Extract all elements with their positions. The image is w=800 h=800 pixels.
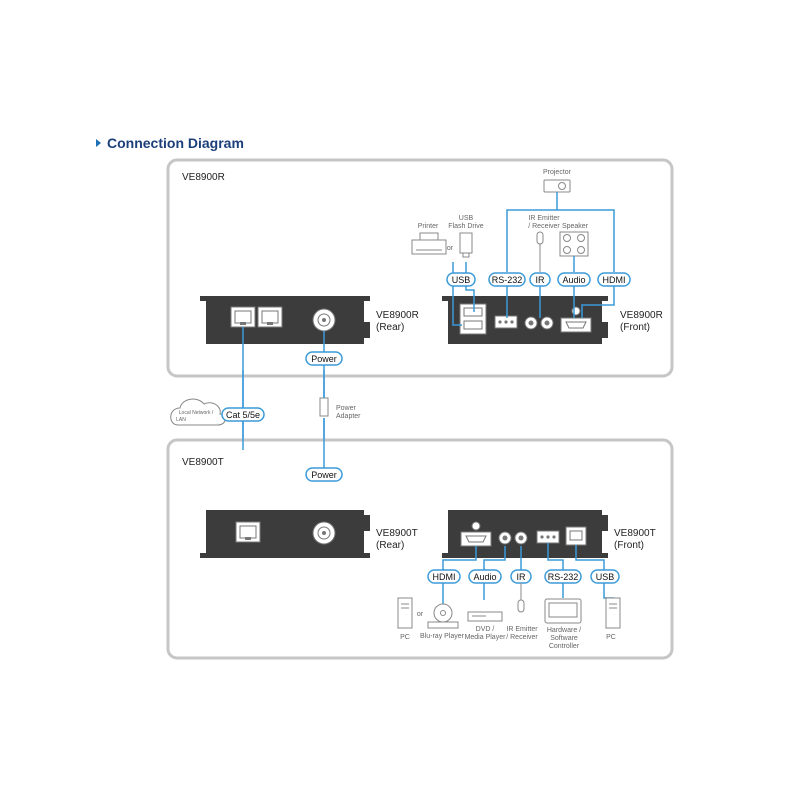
cloud-label-sub: LAN <box>176 417 186 423</box>
hdmi-port-icon <box>565 321 587 329</box>
pc-tower-icon <box>605 597 621 629</box>
bluray-label: Blu-ray Player <box>420 633 465 640</box>
tag-ir: IR <box>536 275 546 285</box>
speaker-label: Speaker <box>562 223 589 230</box>
usb-drive-label: USB <box>459 215 474 222</box>
cloud-label: Local Network / <box>179 410 214 416</box>
tag-hdmi: HDMI <box>433 572 456 582</box>
dvd-player-icon <box>467 611 503 622</box>
ir-emitter-label: IR Emitter <box>506 626 538 633</box>
page-title: Connection Diagram <box>107 135 244 151</box>
transmitter-port-tags: HDMI Audio IR RS-232 USB <box>427 569 620 584</box>
ir-emitter-label-sub: / Receiver <box>528 223 560 230</box>
transmitter-rear-label-sub: (Rear) <box>376 540 404 551</box>
tag-rs232: RS-232 <box>492 275 523 285</box>
projector-label: Projector <box>543 169 572 176</box>
pc-right-label: PC <box>606 634 616 641</box>
power-jack-icon <box>317 313 331 327</box>
ethernet-port-icon <box>230 306 256 328</box>
controller-monitor-icon <box>544 598 582 624</box>
transmitter-rear-device <box>200 510 370 558</box>
tag-cat5: Cat 5/5e <box>226 410 260 420</box>
usb-flash-drive-icon <box>459 232 473 258</box>
pc-left-label: PC <box>400 634 410 641</box>
controller-label: Hardware / <box>547 627 581 634</box>
pc-tower-icon <box>397 597 413 629</box>
usb-port-icon <box>463 320 483 330</box>
tag-usb: USB <box>596 572 615 582</box>
controller-label-sub2: Controller <box>549 643 580 650</box>
or-label: or <box>447 245 454 252</box>
ir-emitter-icon <box>517 583 525 613</box>
power-adapter-label: Power <box>336 405 357 412</box>
receiver-front-device <box>442 296 608 344</box>
ethernet-port-icon <box>257 306 283 328</box>
transmitter-front-label-sub: (Front) <box>614 540 644 551</box>
tag-usb: USB <box>452 275 471 285</box>
receiver-port-tags: USB RS-232 IR Audio HDMI <box>446 272 631 287</box>
triangle-bullet-icon <box>96 139 101 147</box>
tag-power-receiver: Power <box>311 354 337 364</box>
ir-jack-icon <box>518 535 524 541</box>
printer-icon <box>411 232 447 255</box>
receiver-rear-label-sub: (Rear) <box>376 322 404 333</box>
audio-jack-icon <box>544 320 550 326</box>
receiver-front-label: VE8900R <box>620 310 663 321</box>
section-heading: Connection Diagram <box>96 135 244 151</box>
tag-audio: Audio <box>473 572 496 582</box>
tag-hdmi: HDMI <box>603 275 626 285</box>
transmitter-rear-label: VE8900T <box>376 528 418 539</box>
transmitter-panel-label: VE8900T <box>182 457 224 468</box>
power-adapter-label-sub: Adapter <box>336 413 361 420</box>
receiver-front-label-sub: (Front) <box>620 322 650 333</box>
ir-emitter-icon <box>536 231 544 272</box>
receiver-rear-device <box>200 296 370 344</box>
power-jack-icon <box>317 526 331 540</box>
receiver-panel-label: VE8900R <box>182 172 225 183</box>
ethernet-port-icon <box>235 521 261 543</box>
ir-emitter-label-sub: / Receiver <box>506 634 538 641</box>
dvd-label: DVD / <box>476 626 495 633</box>
cloud-icon: Local Network / LAN <box>170 398 226 426</box>
usb-b-port-icon <box>569 530 583 541</box>
bluray-player-icon <box>427 603 459 629</box>
tag-rs232: RS-232 <box>548 572 579 582</box>
tag-power-transmitter: Power <box>311 470 337 480</box>
ir-emitter-label: IR Emitter <box>528 215 560 222</box>
usb-port-icon <box>463 307 483 317</box>
middle-tags: Power Cat 5/5e Power <box>221 351 343 482</box>
ir-jack-icon <box>528 320 534 326</box>
transmitter-front-label: VE8900T <box>614 528 656 539</box>
tag-ir: IR <box>517 572 527 582</box>
or-label: or <box>417 611 424 618</box>
tag-audio: Audio <box>562 275 585 285</box>
dvd-label-sub: Media Player <box>465 634 507 641</box>
transmitter-front-device <box>442 510 608 558</box>
transmitter-connection-lines <box>442 543 614 604</box>
projector-icon <box>540 179 571 211</box>
printer-label: Printer <box>418 223 439 230</box>
audio-jack-icon <box>502 535 508 541</box>
receiver-rear-label: VE8900R <box>376 310 419 321</box>
speaker-icon <box>559 231 589 272</box>
hdmi-port-icon <box>465 535 487 543</box>
usb-drive-label-sub: Flash Drive <box>448 223 484 230</box>
controller-label-sub: Software <box>550 635 578 642</box>
